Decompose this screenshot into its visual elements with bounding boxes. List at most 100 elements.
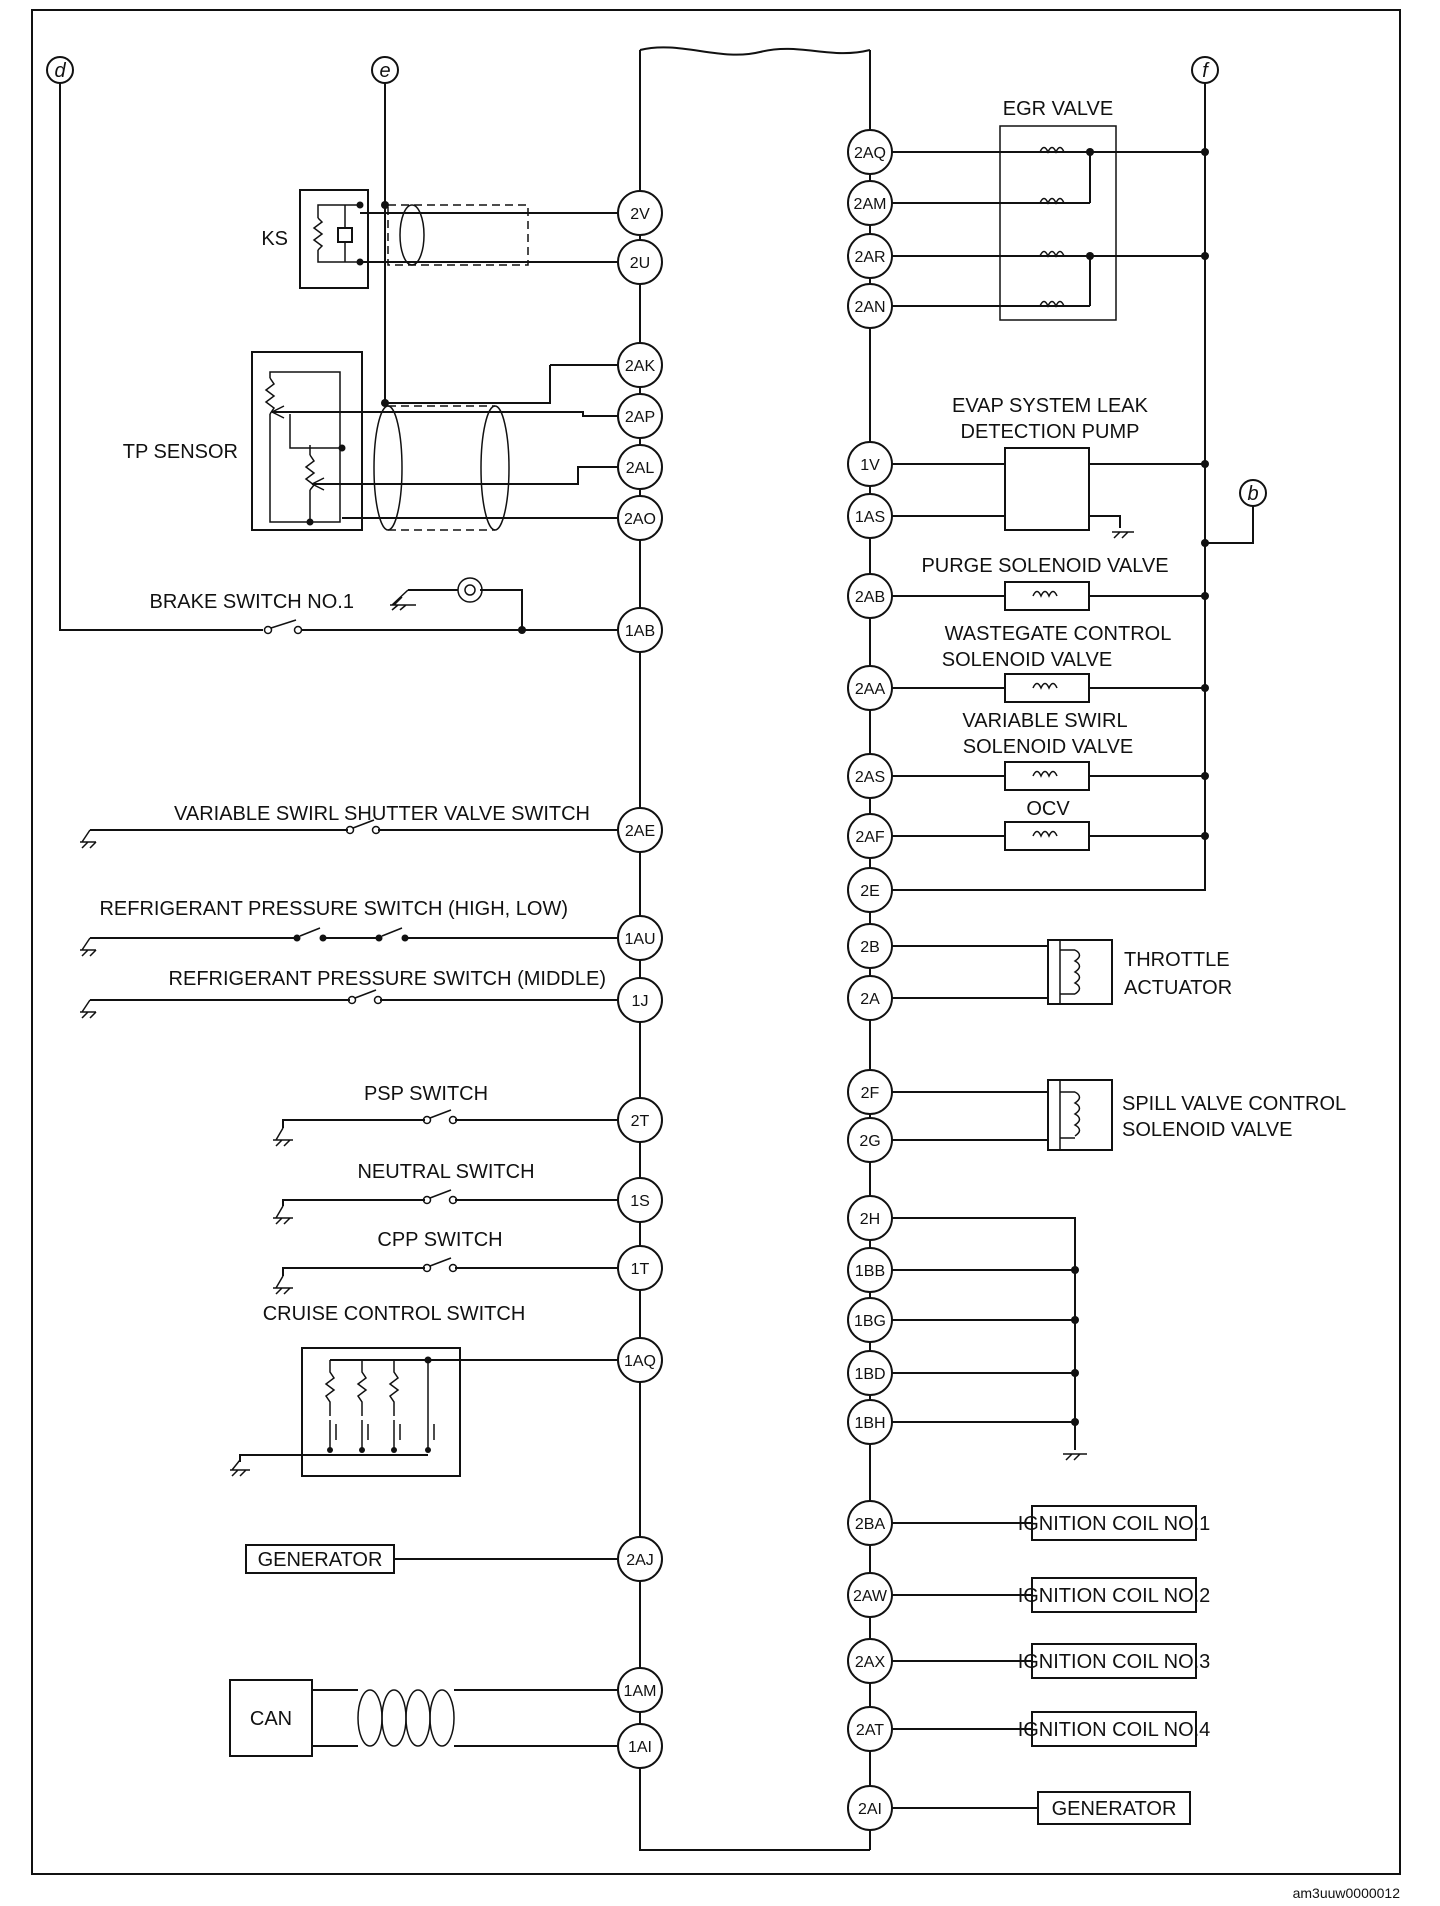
connector-f: f: [870, 56, 1219, 891]
connector-e-label: e: [379, 60, 390, 82]
connector-f-label: f: [1202, 60, 1210, 82]
egr-valve: EGR VALVE: [890, 98, 1209, 321]
pin-1AM: 1AM: [624, 1683, 657, 1700]
spill-valve-control-solenoid: SPILL VALVE CONTROL SOLENOID VALVE: [890, 1079, 1346, 1151]
swirl-label-1: VARIABLE SWIRL: [962, 710, 1127, 732]
ignition-coil-3: IGNITION COIL NO.3: [890, 1643, 1211, 1679]
ocv-label: OCV: [1026, 798, 1070, 820]
generator-right-label: GENERATOR: [1052, 1798, 1177, 1820]
pin-2AK: 2AK: [625, 358, 656, 375]
pin-1BH: 1BH: [854, 1415, 885, 1432]
spill-label-2: SOLENOID VALVE: [1122, 1119, 1292, 1141]
pin-2AP: 2AP: [625, 409, 655, 426]
spill-label-1: SPILL VALVE CONTROL: [1122, 1093, 1346, 1115]
ignition-coil-1: IGNITION COIL NO.1: [890, 1505, 1211, 1541]
pin-1AQ: 1AQ: [624, 1353, 656, 1370]
generator-left-label: GENERATOR: [258, 1549, 383, 1571]
throttle-label-2: ACTUATOR: [1124, 977, 1232, 999]
ignition-coil-2: IGNITION COIL NO.2: [890, 1577, 1210, 1613]
brake-switch-label: BRAKE SWITCH NO.1: [150, 591, 354, 613]
pin-2AR: 2AR: [854, 249, 885, 266]
refrig-switch-middle: REFRIGERANT PRESSURE SWITCH (MIDDLE): [80, 968, 620, 1019]
connector-d-label: d: [54, 60, 66, 82]
pin-1BD: 1BD: [854, 1366, 885, 1383]
right-pins: 2AQ 2AM 2AR 2AN 1V 1AS 2AB 2AA 2AS 2AF 2…: [847, 129, 893, 1831]
pin-1AI: 1AI: [628, 1739, 652, 1756]
wastegate-label-2: SOLENOID VALVE: [942, 649, 1112, 671]
brake-switch-no1: BRAKE SWITCH NO.1: [150, 577, 620, 635]
egr-valve-label: EGR VALVE: [1003, 98, 1113, 120]
ign1-label: IGNITION COIL NO.1: [1018, 1513, 1211, 1535]
pin-2U: 2U: [630, 255, 650, 272]
pin-2AS: 2AS: [855, 769, 885, 786]
tp-sensor-label: TP SENSOR: [123, 441, 238, 463]
purge-label: PURGE SOLENOID VALVE: [921, 555, 1168, 577]
ocv: OCV: [890, 798, 1209, 851]
pcm-left-bus: [639, 50, 870, 1851]
pin-1AS: 1AS: [855, 509, 885, 526]
ks-label: KS: [261, 228, 288, 250]
swirl-shutter-switch: VARIABLE SWIRL SHUTTER VALVE SWITCH: [80, 803, 620, 849]
pin-1J: 1J: [632, 993, 649, 1010]
pin-2AL: 2AL: [626, 460, 655, 477]
refrig-middle-label: REFRIGERANT PRESSURE SWITCH (MIDDLE): [169, 968, 606, 990]
pin-2V: 2V: [630, 206, 650, 223]
pin-2AF: 2AF: [855, 829, 885, 846]
pin-1S: 1S: [630, 1193, 650, 1210]
pin-2T: 2T: [631, 1113, 650, 1130]
pin-2G: 2G: [859, 1133, 880, 1150]
cruise-control-label: CRUISE CONTROL SWITCH: [263, 1303, 526, 1325]
pin-2AW: 2AW: [853, 1588, 888, 1605]
evap-label-1: EVAP SYSTEM LEAK: [952, 395, 1149, 417]
pin-2AO: 2AO: [624, 511, 656, 528]
pin-2B: 2B: [860, 939, 880, 956]
ground-bus: [890, 1217, 1087, 1461]
swirl-label-2: SOLENOID VALVE: [963, 736, 1133, 758]
pin-2F: 2F: [861, 1085, 880, 1102]
pin-1V: 1V: [860, 457, 880, 474]
pcm-top-break: [639, 46, 871, 56]
pin-1BG: 1BG: [854, 1313, 886, 1330]
pin-1AU: 1AU: [624, 931, 655, 948]
psp-switch: PSP SWITCH: [273, 1083, 620, 1147]
pin-2BA: 2BA: [855, 1516, 886, 1533]
pin-2A: 2A: [860, 991, 880, 1008]
tp-sensor: TP SENSOR: [123, 351, 363, 531]
pin-2AT: 2AT: [856, 1722, 884, 1739]
ign3-label: IGNITION COIL NO.3: [1018, 1651, 1211, 1673]
swirl-shutter-label: VARIABLE SWIRL SHUTTER VALVE SWITCH: [174, 803, 590, 825]
refrig-high-low-label: REFRIGERANT PRESSURE SWITCH (HIGH, LOW): [99, 898, 568, 920]
neutral-switch: NEUTRAL SWITCH: [273, 1161, 620, 1225]
generator-left: GENERATOR: [245, 1544, 620, 1574]
neutral-switch-label: NEUTRAL SWITCH: [357, 1161, 534, 1183]
left-pins: 2V 2U 2AK 2AP 2AL 2AO 1AB 2AE 1AU 1J 2T …: [617, 190, 663, 1769]
pin-2AM: 2AM: [854, 196, 887, 213]
can-label: CAN: [250, 1708, 292, 1730]
footer-code: am3uuw0000012: [1293, 1885, 1401, 1901]
throttle-actuator: THROTTLE ACTUATOR: [890, 939, 1232, 1005]
generator-right: GENERATOR: [890, 1791, 1191, 1825]
pin-2AI: 2AI: [858, 1801, 882, 1818]
pin-1AB: 1AB: [625, 623, 655, 640]
pin-2AJ: 2AJ: [626, 1552, 654, 1569]
pin-2AB: 2AB: [855, 589, 885, 606]
connector-b: b: [1201, 479, 1267, 547]
ign4-label: IGNITION COIL NO.4: [1018, 1719, 1211, 1741]
can-bus: CAN: [229, 1679, 620, 1757]
pin-2H: 2H: [860, 1211, 880, 1228]
psp-switch-label: PSP SWITCH: [364, 1083, 488, 1105]
ignition-coil-4: IGNITION COIL NO.4: [890, 1711, 1211, 1747]
pin-2AE: 2AE: [625, 823, 655, 840]
variable-swirl-solenoid-valve: VARIABLE SWIRL SOLENOID VALVE: [890, 710, 1209, 791]
connector-e: e: [371, 56, 399, 407]
connector-b-label: b: [1247, 483, 1258, 505]
ks-sensor: KS: [261, 189, 369, 289]
pin-2E: 2E: [860, 883, 880, 900]
evap-leak-detection-pump: EVAP SYSTEM LEAK DETECTION PUMP: [890, 395, 1209, 539]
cpp-switch: CPP SWITCH: [273, 1229, 620, 1295]
pin-2AQ: 2AQ: [854, 145, 886, 162]
diagram-frame: [31, 9, 1401, 1875]
pin-2AA: 2AA: [855, 681, 886, 698]
purge-solenoid-valve: PURGE SOLENOID VALVE: [890, 555, 1209, 611]
